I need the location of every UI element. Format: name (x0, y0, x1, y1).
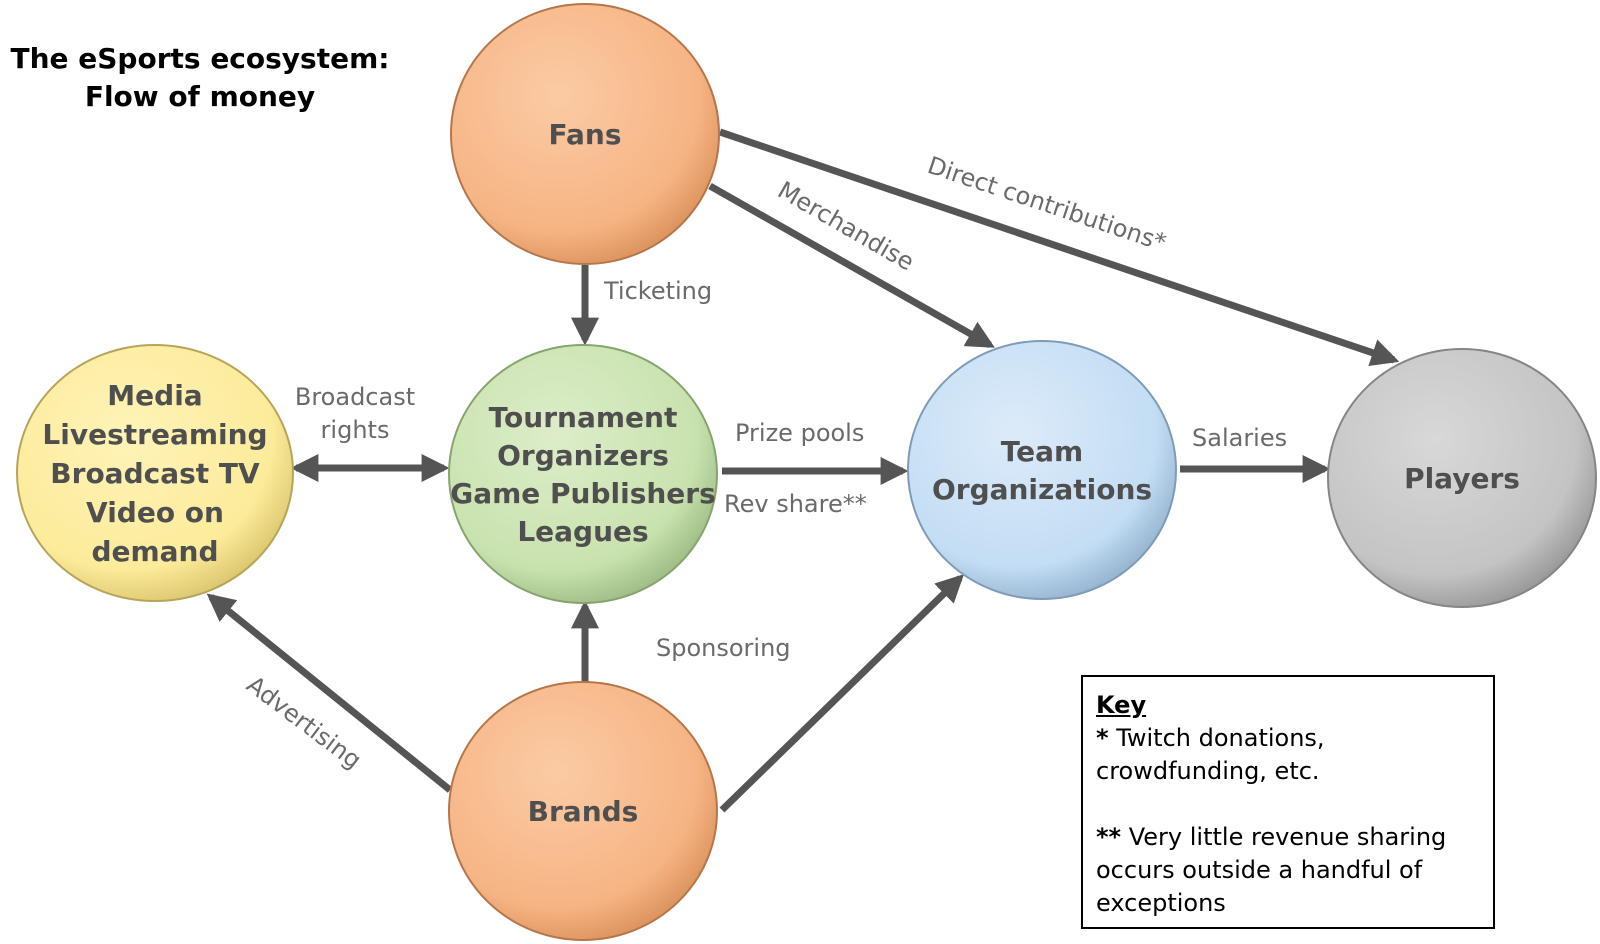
node-fans: Fans (450, 3, 720, 265)
key-note-1-line1: Twitch donations, (1108, 724, 1325, 752)
node-players: Players (1327, 348, 1597, 608)
key-title: Key (1096, 691, 1147, 719)
node-media-label-line-1: Media (107, 379, 202, 412)
node-media-label-line-4: Video on (86, 496, 224, 529)
title-line-1: The eSports ecosystem: (10, 42, 390, 75)
node-players-label-line-1: Players (1404, 462, 1520, 495)
arrow-sponsoring-team (719, 574, 965, 813)
label-ticketing: Ticketing (603, 277, 712, 305)
key-note-2-line2: occurs outside a handful of (1096, 856, 1423, 884)
node-tournament-label-line-4: Leagues (517, 515, 648, 548)
node-fans-label-line-1: Fans (549, 118, 622, 151)
key-note-2-mark: ** (1096, 823, 1122, 851)
node-team-label-line-2: Organizations (932, 473, 1152, 506)
key-note-2: ** Very little revenue sharing (1096, 821, 1480, 854)
key-note-1-line2: crowdfunding, etc. (1096, 757, 1320, 785)
key-spacer (1096, 788, 1480, 821)
arrow-advertising (206, 593, 453, 793)
key-note-1: * Twitch donations, (1096, 722, 1480, 755)
label-broadcast-rights-line2: rights (321, 416, 390, 444)
node-media-label-line-5: demand (91, 535, 218, 568)
node-tournament-label-line-1: Tournament (489, 401, 678, 434)
label-broadcast-rights-line1: Broadcast (295, 383, 415, 411)
arrow-direct-contributions (718, 128, 1400, 367)
title-line-2: Flow of money (84, 80, 316, 113)
label-sponsoring: Sponsoring (656, 634, 791, 662)
label-rev-share: Rev share** (724, 490, 867, 518)
node-team-label-line-1: Team (1001, 435, 1083, 468)
key-note-1-mark: * (1096, 724, 1109, 752)
node-tournament-label-line-3: Game Publishers (450, 477, 716, 510)
key-legend: Key * Twitch donations, crowdfunding, et… (1081, 675, 1495, 929)
node-brands: Brands (448, 681, 718, 941)
node-tournament-label-line-2: Organizers (497, 439, 669, 472)
key-note-2-line1: Very little revenue sharing (1121, 823, 1447, 851)
label-salaries: Salaries (1192, 424, 1287, 452)
node-media-label-line-3: Broadcast TV (50, 457, 260, 490)
label-advertising: Advertising (241, 670, 366, 774)
node-media-label-line-2: Livestreaming (42, 418, 267, 451)
label-prize-pools: Prize pools (735, 419, 864, 447)
diagram-title: The eSports ecosystem: Flow of money (10, 40, 390, 116)
node-brands-label-line-1: Brands (528, 795, 639, 828)
arrow-layer (206, 128, 1400, 813)
arrow-merchandise (708, 182, 995, 349)
key-note-2-line3: exceptions (1096, 889, 1226, 917)
